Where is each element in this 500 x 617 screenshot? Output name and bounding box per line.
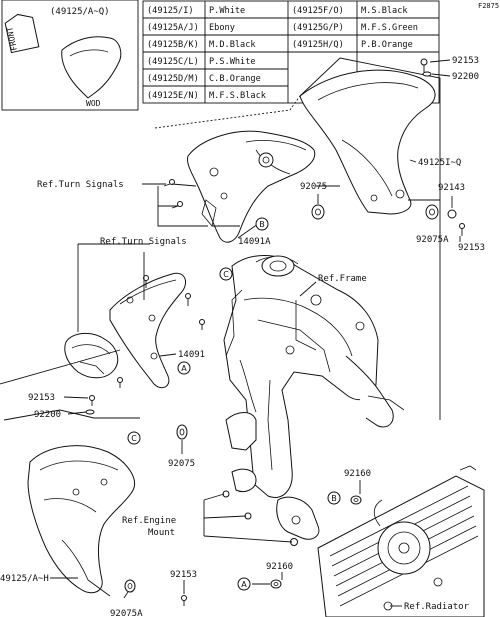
table-cell: M.S.Black [361, 6, 408, 16]
svg-text:C: C [223, 270, 229, 279]
screw-icon [199, 319, 205, 330]
part-label: 92200 [452, 72, 479, 82]
grommet-icon [350, 495, 362, 505]
grommet-icon [124, 579, 136, 593]
table-cell: M.F.S.Black [209, 91, 267, 101]
screw-icon [143, 275, 149, 288]
table-cell: (49125A/J) [147, 23, 199, 33]
part-label: 92075 [300, 182, 327, 192]
part-label: 92160 [266, 562, 293, 572]
svg-text:B: B [259, 220, 265, 229]
callout-c: C [219, 267, 233, 281]
grommet-icon [311, 204, 325, 220]
reference-label: Ref.Radiator [404, 602, 470, 612]
table-cell: P.White [209, 6, 245, 16]
part-label: 49125/A~H [0, 574, 49, 584]
variant-table: (49125/I) P.White (49125F/O) M.S.Black (… [142, 0, 440, 104]
part-label: 92075A [416, 235, 449, 245]
grommet-icon [425, 204, 439, 220]
part-label: 92200 [34, 410, 61, 420]
table-cell: (49125C/L) [147, 57, 199, 67]
reference-label: Ref.Turn Signals [100, 237, 187, 247]
inset-part-range: (49125/A~Q) [50, 7, 110, 17]
svg-text:B: B [331, 494, 337, 503]
table-cell: (49125F/O) [292, 6, 344, 16]
mid-left-bracket [109, 272, 187, 389]
part-label: 92153 [28, 393, 55, 403]
diagram-code: F2875 [478, 2, 499, 10]
callout-a: A [177, 361, 191, 375]
screw-icon [459, 223, 465, 236]
table-cell: Ebony [209, 23, 235, 33]
screw-icon [181, 595, 187, 606]
callout-c: C [127, 431, 141, 445]
part-label: 92075 [168, 459, 195, 469]
front-arrow-icon [4, 13, 40, 54]
part-label: 14091 [178, 350, 205, 360]
leader-lines [50, 59, 461, 607]
screw-icon [185, 293, 191, 306]
table-cell: (49125/I) [147, 6, 194, 16]
table-cell: (49125B/K) [147, 40, 199, 50]
part-label: 92160 [344, 469, 371, 479]
turn-signal-lamp [64, 333, 119, 379]
grommet-icon [270, 579, 282, 589]
table-cell: P.S.White [209, 57, 256, 67]
table-cell: C.B.Orange [209, 74, 261, 84]
lower-left-outline [0, 349, 140, 597]
table-cell: M.D.Black [209, 40, 256, 50]
part-label: 92153 [458, 243, 485, 253]
grommet-icon [176, 424, 188, 440]
center-frame [223, 255, 405, 498]
reference-label: Ref.Engine [122, 516, 176, 526]
washer-icon [85, 409, 95, 415]
screw-icon [117, 377, 123, 388]
washer-icon [447, 209, 457, 219]
upper-inner-bracket [187, 130, 316, 243]
part-label: 92153 [452, 56, 479, 66]
svg-text:C: C [131, 434, 137, 443]
radiator [317, 465, 485, 617]
washer-icon [422, 71, 432, 77]
lower-left-cowl [27, 445, 135, 594]
screw-icon [171, 201, 183, 209]
reference-label: Mount [148, 528, 175, 538]
assembly-outline [154, 57, 441, 420]
part-label: 49125I~Q [418, 158, 461, 168]
table-cell: (49125D/M) [147, 74, 199, 84]
part-label: 14091A [238, 237, 271, 247]
table-cell: M.F.S.Green [361, 23, 418, 33]
callout-a: A [237, 577, 251, 591]
inset-panel: FRONT (49125/A~Q) WOD [1, 0, 139, 111]
svg-text:A: A [181, 364, 187, 373]
table-cell: (49125H/Q) [292, 40, 344, 50]
screw-icon [163, 179, 175, 187]
inset-cowl-shape [61, 36, 122, 99]
svg-text:A: A [241, 580, 247, 589]
table-cell: (49125G/P) [292, 23, 344, 33]
screw-icon [420, 58, 428, 72]
part-label: 92143 [438, 183, 465, 193]
construction-lines [157, 185, 440, 227]
part-label: 92075A [110, 609, 143, 617]
callout-b: B [327, 491, 341, 505]
inset-note: WOD [86, 99, 101, 108]
upper-right-cowl [299, 69, 436, 215]
table-cell: (49125E/N) [147, 91, 199, 101]
part-label: 92153 [170, 570, 197, 580]
callout-b: B [255, 217, 269, 231]
engine-mount-bracket [222, 490, 320, 546]
screw-icon [89, 395, 95, 406]
reference-label: Ref.Frame [318, 274, 367, 284]
table-cell: P.B.Orange [361, 40, 413, 50]
reference-label: Ref.Turn Signals [37, 180, 124, 190]
